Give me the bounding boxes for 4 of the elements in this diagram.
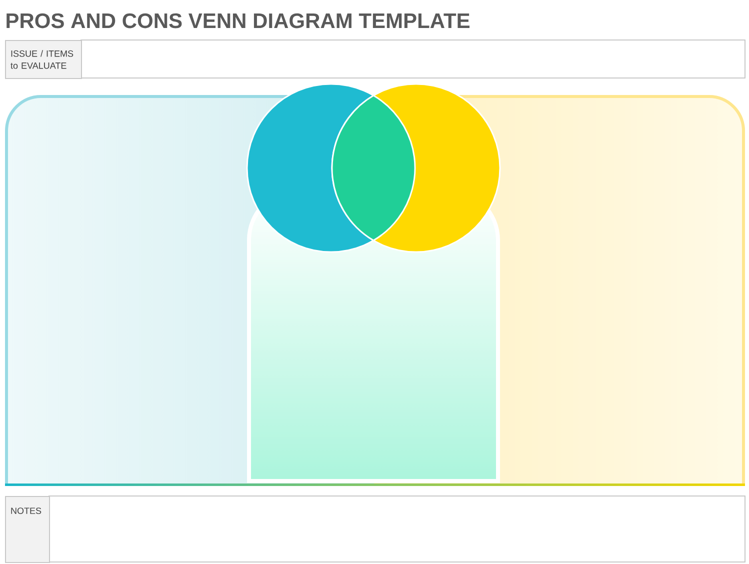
label-cell: NOTES	[5, 496, 50, 563]
venn-diagram	[5, 83, 745, 486]
title: PROS AND CONS VENN DIAGRAM TEMPLATE	[6, 13, 470, 28]
label-cell: ISSUE / ITEMS to EVALUATE	[5, 40, 82, 79]
